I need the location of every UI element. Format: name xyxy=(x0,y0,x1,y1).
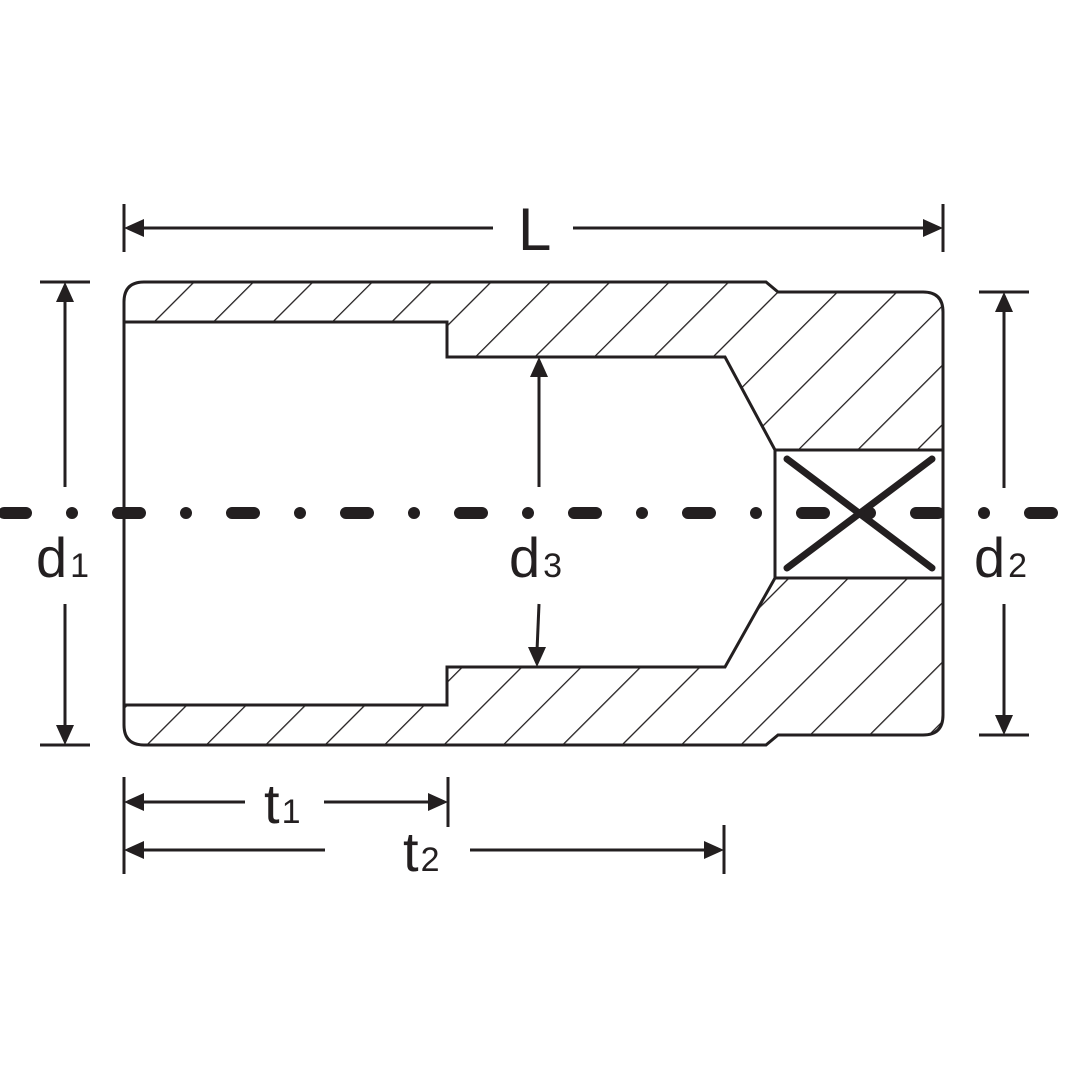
dimension-t2 xyxy=(140,825,726,874)
arrowhead-d3-top xyxy=(530,357,548,377)
label-t1: t1 xyxy=(264,772,300,835)
arrowhead-L-left xyxy=(124,219,144,237)
label-d3: d3 xyxy=(509,526,562,589)
arrowhead-t2-left xyxy=(124,841,144,859)
arrowhead-t1-right xyxy=(428,793,448,811)
label-L: L xyxy=(518,196,551,263)
arrowhead-d2-bottom xyxy=(995,715,1013,735)
arrowhead-d3-bottom xyxy=(528,647,546,667)
label-d2: d2 xyxy=(974,526,1027,589)
arrowhead-L-right xyxy=(923,219,943,237)
arrowhead-d1-top xyxy=(56,282,74,302)
arrowhead-d1-bottom xyxy=(56,725,74,745)
dimension-t1 xyxy=(122,777,450,874)
wall-section-bottom xyxy=(122,576,945,747)
label-t2: t2 xyxy=(403,820,439,883)
dimension-d3 xyxy=(535,373,541,652)
dimension-d1 xyxy=(40,280,90,747)
arrowhead-d2-top xyxy=(995,292,1013,312)
label-d1: d1 xyxy=(36,526,89,589)
square-drive-cross-icon xyxy=(783,455,936,572)
arrowhead-t1-left xyxy=(124,793,144,811)
arrowhead-t2-right xyxy=(704,841,724,859)
wall-section-top xyxy=(122,280,945,452)
